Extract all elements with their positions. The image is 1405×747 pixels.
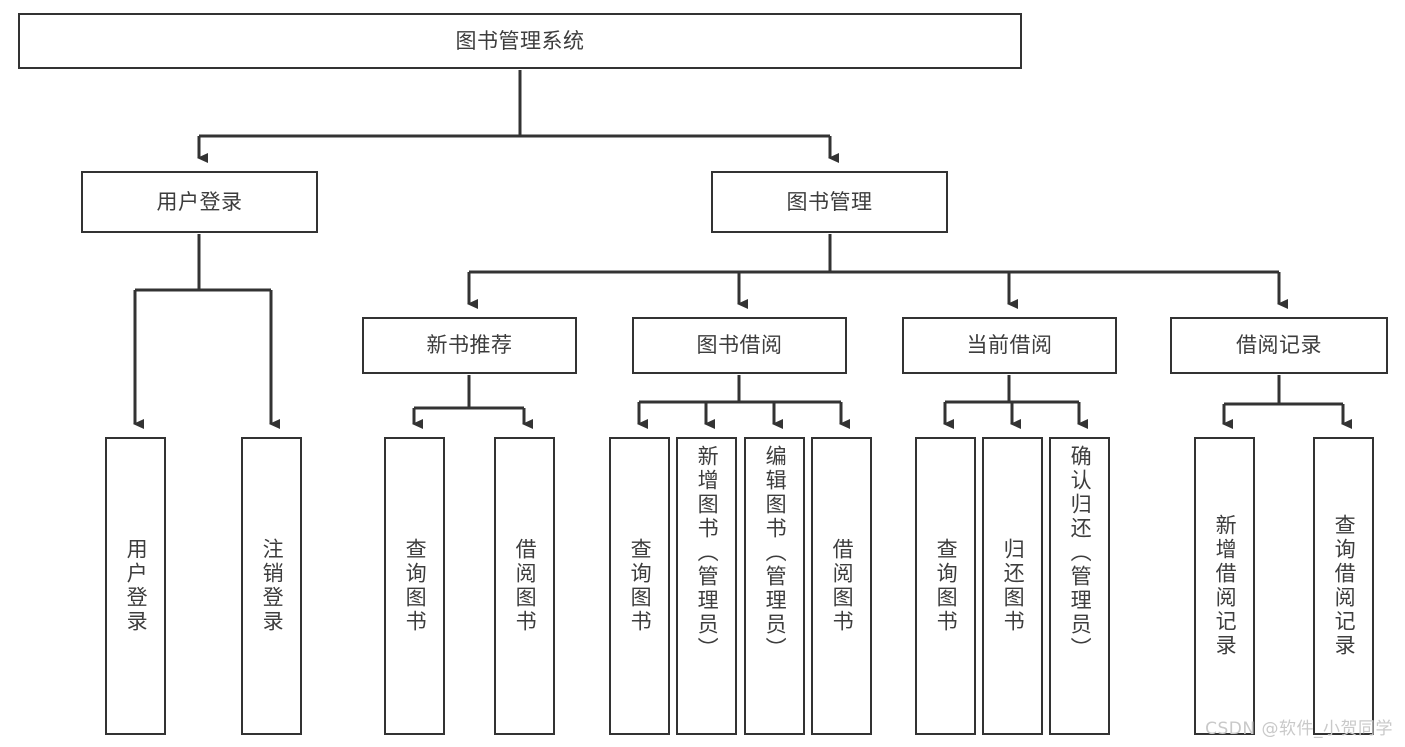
node-book-borrow-label: 图书借阅 bbox=[696, 333, 783, 358]
node-leaf-borrow-book-new-label: 借阅图书 bbox=[513, 538, 538, 634]
node-leaf-query-book-new[interactable]: 查询图书 bbox=[384, 437, 445, 735]
node-root[interactable]: 图书管理系统 bbox=[18, 13, 1022, 69]
node-current-borrow[interactable]: 当前借阅 bbox=[902, 317, 1117, 374]
node-leaf-query-borrow-record[interactable]: 查询借阅记录 bbox=[1313, 437, 1374, 735]
node-leaf-query-borrow-record-label: 查询借阅记录 bbox=[1332, 514, 1357, 658]
node-root-label: 图书管理系统 bbox=[455, 28, 585, 53]
node-leaf-confirm-return-admin[interactable]: 确认归还（管理员） bbox=[1049, 437, 1110, 735]
node-leaf-query-book-borrow[interactable]: 查询图书 bbox=[609, 437, 670, 735]
watermark: CSDN @软件_小贺同学 bbox=[1205, 719, 1393, 739]
node-leaf-add-borrow-record-label: 新增借阅记录 bbox=[1213, 514, 1238, 658]
node-book-borrow[interactable]: 图书借阅 bbox=[632, 317, 847, 374]
node-borrow-records[interactable]: 借阅记录 bbox=[1170, 317, 1388, 374]
node-leaf-query-book-new-label: 查询图书 bbox=[403, 538, 428, 634]
node-leaf-add-book-admin[interactable]: 新增图书（管理员） bbox=[676, 437, 737, 735]
node-leaf-logout[interactable]: 注销登录 bbox=[241, 437, 302, 735]
node-leaf-add-book-admin-label: 新增图书（管理员） bbox=[695, 445, 720, 661]
node-book-management[interactable]: 图书管理 bbox=[711, 171, 948, 233]
node-current-borrow-label: 当前借阅 bbox=[966, 333, 1053, 358]
node-user-login[interactable]: 用户登录 bbox=[81, 171, 318, 233]
node-leaf-logout-label: 注销登录 bbox=[260, 538, 285, 634]
node-borrow-records-label: 借阅记录 bbox=[1236, 333, 1322, 358]
node-leaf-user-login[interactable]: 用户登录 bbox=[105, 437, 166, 735]
node-leaf-user-login-label: 用户登录 bbox=[124, 538, 149, 634]
node-leaf-edit-book-admin-label: 编辑图书（管理员） bbox=[763, 445, 788, 661]
node-leaf-confirm-return-admin-label: 确认归还（管理员） bbox=[1068, 445, 1093, 661]
node-leaf-query-book-borrow-label: 查询图书 bbox=[628, 538, 653, 634]
node-leaf-return-book[interactable]: 归还图书 bbox=[982, 437, 1043, 735]
node-leaf-add-borrow-record[interactable]: 新增借阅记录 bbox=[1194, 437, 1255, 735]
node-new-book-recommend[interactable]: 新书推荐 bbox=[362, 317, 577, 374]
node-book-management-label: 图书管理 bbox=[786, 189, 873, 214]
node-leaf-query-book-current-label: 查询图书 bbox=[934, 538, 959, 634]
node-new-book-recommend-label: 新书推荐 bbox=[426, 333, 513, 358]
node-leaf-return-book-label: 归还图书 bbox=[1001, 538, 1026, 634]
node-leaf-edit-book-admin[interactable]: 编辑图书（管理员） bbox=[744, 437, 805, 735]
node-leaf-borrow-book-new[interactable]: 借阅图书 bbox=[494, 437, 555, 735]
node-user-login-label: 用户登录 bbox=[156, 189, 243, 214]
node-leaf-borrow-book-label: 借阅图书 bbox=[830, 538, 855, 634]
node-leaf-query-book-current[interactable]: 查询图书 bbox=[915, 437, 976, 735]
node-leaf-borrow-book[interactable]: 借阅图书 bbox=[811, 437, 872, 735]
